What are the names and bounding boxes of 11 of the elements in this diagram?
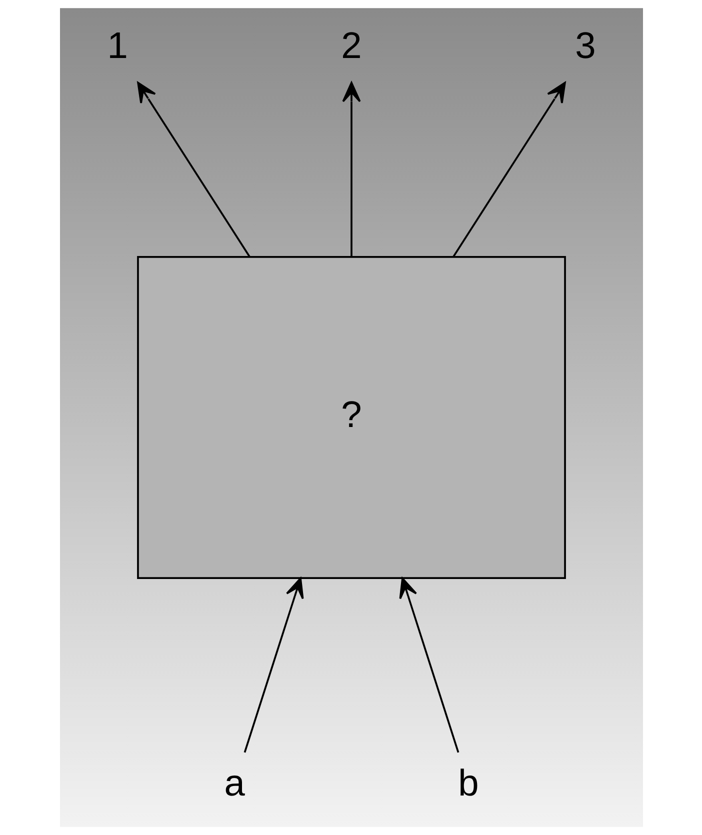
node-text: 2 <box>340 24 362 66</box>
arrow <box>136 82 250 258</box>
node-box: ? <box>136 256 566 580</box>
arrow <box>342 82 360 257</box>
node-text: a <box>224 761 244 804</box>
arrow <box>452 82 566 258</box>
arrow <box>243 577 304 753</box>
arrow <box>398 577 459 753</box>
node-text: 1 <box>106 24 128 66</box>
node-text: 3 <box>574 24 596 66</box>
node-text: b <box>458 761 478 804</box>
